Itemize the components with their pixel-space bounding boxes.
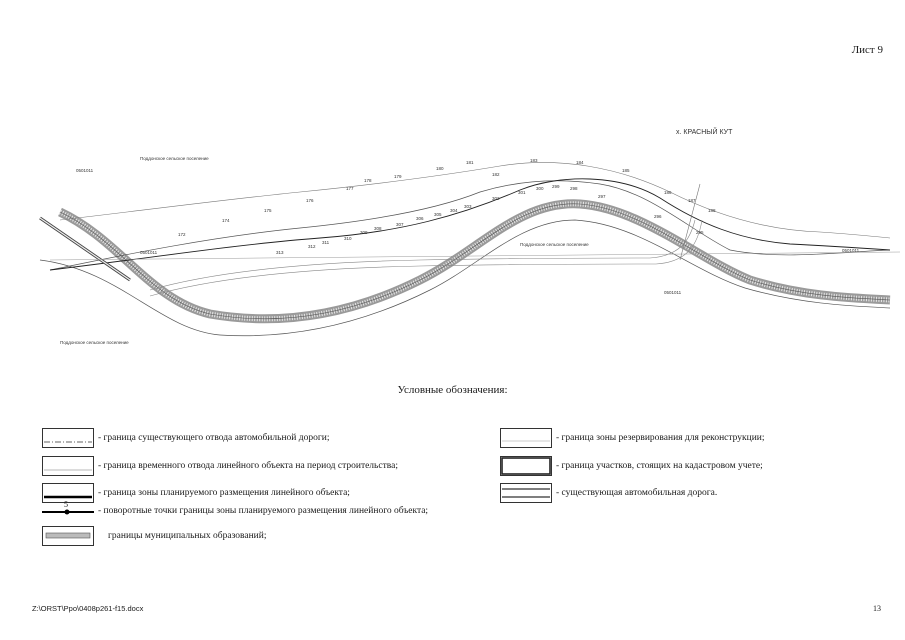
municipal-label-3: Поддонское сельское поселение	[60, 340, 129, 345]
point-number-label: 185	[622, 168, 630, 173]
point-number-label: 311	[322, 240, 330, 245]
allotment-boundary-lower	[39, 219, 891, 337]
point-number-label: 305	[434, 212, 442, 217]
legend-text-existing-road: - существующая автомобильная дорога.	[556, 488, 718, 498]
point-number-label: 304	[450, 208, 458, 213]
cadastral-label-1: 0501011	[76, 168, 94, 173]
legend-item-cadastral-parcels: - граница участков, стоящих на кадастров…	[500, 456, 763, 476]
point-number-label: 299	[552, 184, 560, 189]
point-number-label: 181	[466, 160, 474, 165]
legend-item-reserve-zone: - граница зоны резервирования для реконс…	[500, 428, 765, 448]
legend-item-turning-points: 5 - поворотные точки границы зоны планир…	[42, 500, 428, 522]
point-number-label: 298	[570, 186, 578, 191]
point-number-label: 176	[306, 198, 314, 203]
page-number: 13	[873, 604, 881, 613]
legend-text-planned-zone: - граница зоны планируемого размещения л…	[98, 488, 350, 498]
point-number-label: 312	[308, 244, 316, 249]
point-number-label: 302	[492, 196, 500, 201]
legend-item-temporary-allotment: - граница временного отвода линейного об…	[42, 456, 398, 476]
legend-text-cadastral-parcels: - граница участков, стоящих на кадастров…	[556, 461, 763, 471]
point-number-label: 308	[374, 226, 382, 231]
temporary-allotment-line	[59, 162, 891, 239]
municipal-label-2: Поддонское сельское поселение	[520, 242, 589, 247]
cadastral-label-4: 0501011	[842, 248, 860, 253]
point-number-label: 178	[364, 178, 372, 183]
allotment-boundary-upper	[49, 180, 891, 271]
swatch-temporary-allotment	[42, 456, 94, 476]
sheet-label: Лист 9	[851, 44, 883, 56]
point-number-label: 183	[530, 158, 538, 163]
legend-title: Условные обозначения:	[397, 384, 508, 396]
legend-text-reserve-zone: - граница зоны резервирования для реконс…	[556, 433, 765, 443]
legend-text-turning-points: - поворотные точки границы зоны планируе…	[98, 506, 429, 516]
point-number-label: 309	[360, 230, 368, 235]
point-number-label: 172	[178, 232, 186, 237]
swatch-reserve-zone	[500, 428, 552, 448]
legend-text-existing-allotment: - граница существующего отвода автомобил…	[98, 433, 330, 443]
turning-point-marker-label: 5	[64, 500, 68, 509]
cross-road	[49, 251, 901, 261]
point-number-label: 180	[436, 166, 444, 171]
point-number-label: 307	[396, 222, 404, 227]
existing-road-band	[58, 199, 891, 324]
planned-zone-line	[49, 178, 891, 271]
legend-item-existing-road: - существующая автомобильная дорога.	[500, 483, 717, 503]
point-number-label: 175	[264, 208, 272, 213]
point-number-label: 174	[222, 218, 230, 223]
point-number-label: 306	[416, 216, 424, 221]
footer-file-path: Z:\ORST\Ppo\0408p261-f15.docx	[32, 604, 144, 613]
point-number-label: 186	[664, 190, 672, 195]
point-numbers-bottom: 313 312 311 310 309 308 307 306 305 304 …	[276, 184, 704, 255]
swatch-municipal-boundaries	[42, 526, 94, 546]
point-number-label: 303	[464, 204, 472, 209]
point-number-label: 300	[536, 186, 544, 191]
point-number-label: 310	[344, 236, 352, 241]
point-number-label: 313	[276, 250, 284, 255]
point-number-label: 301	[518, 190, 526, 195]
local-road-edge	[149, 219, 703, 297]
legend-text-temporary-allotment: - граница временного отвода линейного об…	[98, 461, 398, 471]
legend-item-planned-zone: - граница зоны планируемого размещения л…	[42, 483, 350, 503]
legend-text-municipal-boundaries: границы муниципальных образований;	[108, 531, 267, 541]
point-number-label: 182	[492, 172, 500, 177]
road-plan-map: х. КРАСНЫЙ КУТ Поддонское сельское посел…	[39, 127, 901, 345]
point-number-label: 187	[688, 198, 696, 203]
point-number-label: 297	[598, 194, 606, 199]
cross-road-2	[679, 183, 701, 261]
swatch-planned-zone	[42, 483, 94, 503]
swatch-cadastral-parcels	[500, 456, 552, 476]
cadastral-label-2: 0501011	[140, 250, 158, 255]
swatch-turning-points: 5	[42, 500, 94, 522]
point-number-label: 184	[576, 160, 584, 165]
legend-item-existing-allotment: - граница существующего отвода автомобил…	[42, 428, 329, 448]
point-number-label: 188	[708, 208, 716, 213]
local-road	[149, 219, 696, 291]
point-number-label: 179	[394, 174, 402, 179]
swatch-existing-road	[500, 483, 552, 503]
point-number-label: 296	[654, 214, 662, 219]
point-number-label: 295	[696, 230, 704, 235]
cadastral-label-3: 0501011	[664, 290, 682, 295]
swatch-existing-allotment	[42, 428, 94, 448]
legend-item-municipal-boundaries: границы муниципальных образований;	[42, 526, 267, 546]
municipal-label-1: Поддонское сельское поселение	[140, 156, 209, 161]
point-numbers-top: 172 174 175 176 177 178 179 180 181 182 …	[178, 158, 716, 237]
point-number-label: 177	[346, 186, 354, 191]
settlement-label: х. КРАСНЫЙ КУТ	[676, 127, 733, 136]
